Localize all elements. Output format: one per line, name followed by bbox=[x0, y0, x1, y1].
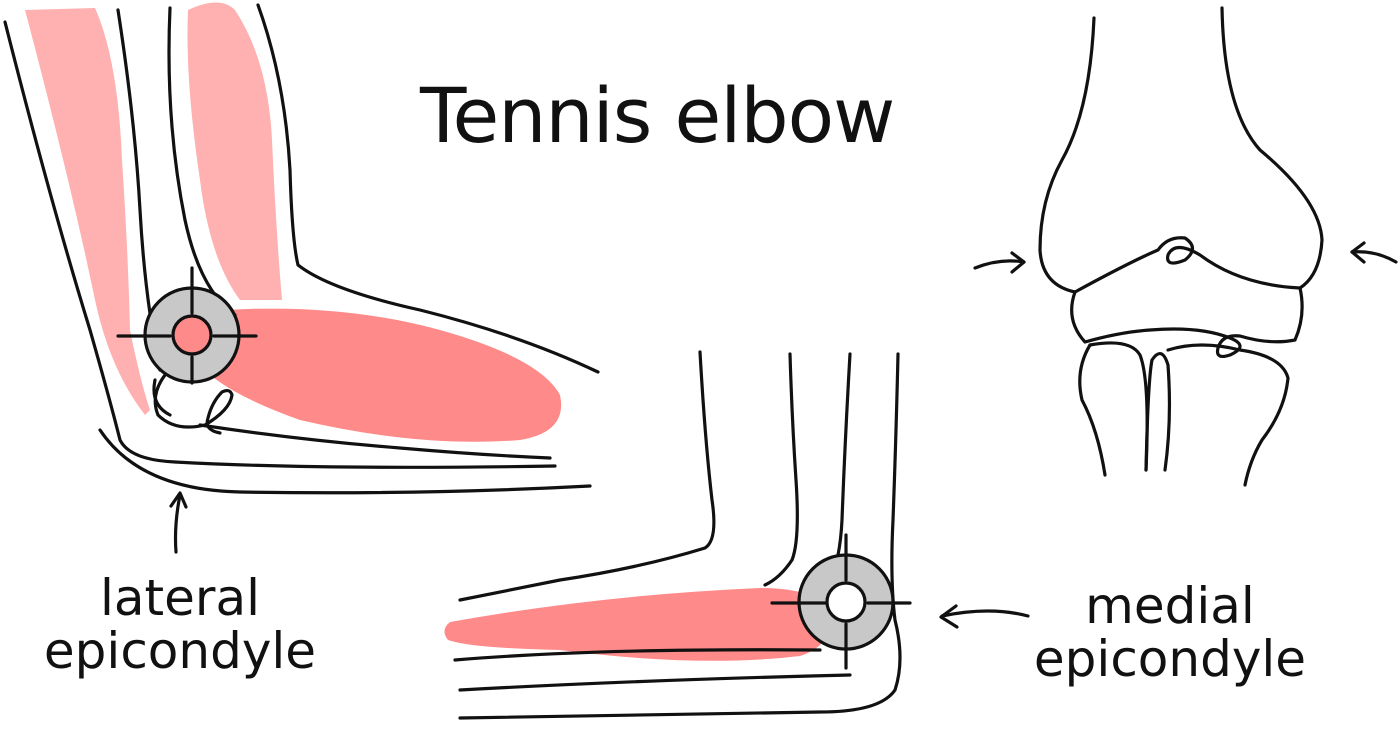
radius-shaft bbox=[1078, 343, 1107, 477]
arm-inner-bottom bbox=[198, 423, 552, 460]
radius-head-outline bbox=[1070, 286, 1304, 359]
arm-outline-top bbox=[256, 3, 600, 374]
lateral-label-line1: lateral bbox=[100, 569, 260, 627]
radius-inner bbox=[1088, 341, 1149, 472]
medial-arm-view bbox=[444, 350, 902, 720]
elbow-crease-left bbox=[152, 378, 172, 417]
medial-label-line1: medial bbox=[1085, 577, 1255, 635]
arm-outline-bottom bbox=[98, 428, 592, 495]
forearm-inner-line-1 bbox=[453, 648, 822, 662]
arrow-head-medial bbox=[939, 604, 959, 629]
humerus-outline-right bbox=[1220, 6, 1324, 290]
arrow-shaft-medial bbox=[940, 609, 1030, 618]
ulna-right bbox=[1166, 343, 1290, 487]
lateral-target-marker bbox=[116, 266, 258, 385]
forearm-extensor-muscle-dark bbox=[200, 308, 562, 442]
arrow-shaft-lateral bbox=[173, 493, 182, 554]
medial-epicondyle-label: medial epicondyle bbox=[1020, 580, 1320, 685]
arm-outline-left bbox=[3, 20, 557, 469]
arrow-shaft-bone-left bbox=[973, 259, 1026, 270]
medial-target-marker bbox=[770, 533, 912, 670]
ulna-left bbox=[1144, 352, 1172, 472]
upper-arm-outline-1 bbox=[458, 350, 716, 602]
humerus-joint-line bbox=[1073, 236, 1302, 294]
humerus-outline-left bbox=[1038, 16, 1096, 294]
arrow-head-bone-right bbox=[1350, 241, 1366, 264]
lateral-epicondyle-label: lateral epicondyle bbox=[40, 572, 320, 677]
medial-arrow bbox=[939, 604, 1030, 629]
medial-label-line2: epicondyle bbox=[1033, 629, 1307, 688]
epicondyle-loop-left bbox=[153, 373, 234, 435]
upper-arm-muscle-light bbox=[187, 2, 282, 300]
target-center-medial bbox=[825, 581, 867, 623]
lateral-arm-view bbox=[3, 2, 600, 495]
arrow-shaft-bone-right bbox=[1350, 250, 1398, 264]
arrow-head-bone-left bbox=[1010, 251, 1026, 274]
upper-arm-outline-2 bbox=[763, 352, 799, 587]
target-center-lateral bbox=[171, 314, 213, 356]
lateral-label-line2: epicondyle bbox=[43, 621, 317, 680]
forearm-flexor-muscle-dark bbox=[444, 588, 831, 661]
upper-arm-outline-4 bbox=[458, 352, 902, 720]
forearm-extensor-muscle-light-left bbox=[25, 8, 150, 415]
diagram-title: Tennis elbow bbox=[420, 71, 895, 160]
lateral-arrow bbox=[169, 491, 188, 554]
forearm-inner-line-2 bbox=[458, 673, 852, 692]
elbow-bone-diagram bbox=[973, 6, 1398, 487]
arrow-head-lateral bbox=[169, 491, 188, 509]
